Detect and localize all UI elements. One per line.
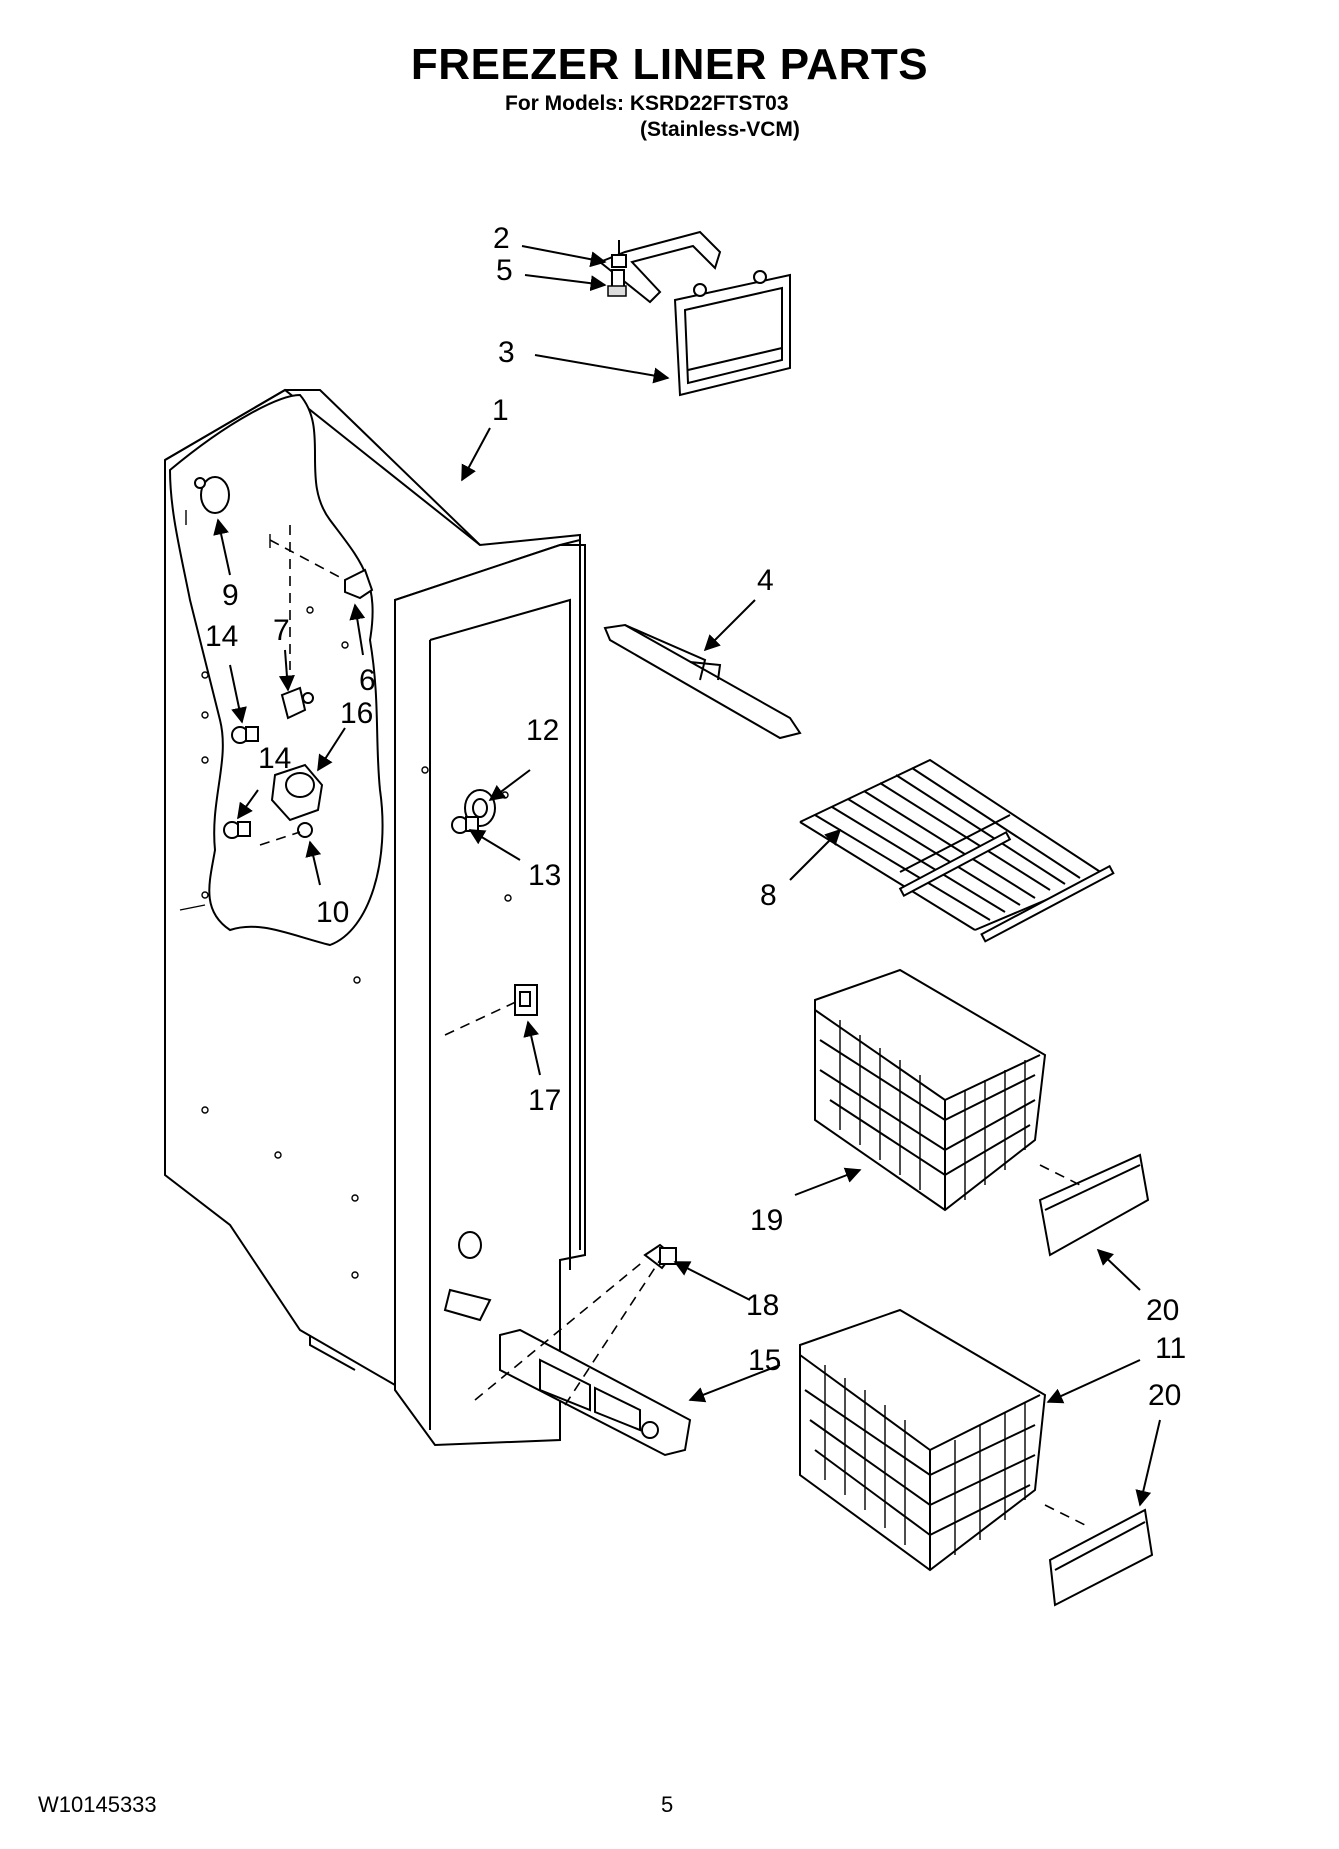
page-number: 5 [661,1792,674,1817]
screw-part-18 [643,1243,677,1270]
freezer-liner [164,388,586,1447]
callout-2: 2 [493,222,510,255]
models-line: For Models: KSRD22FTST03 [505,92,789,115]
screw-part-13 [451,816,479,834]
wire-shelf-part-8 [799,758,1115,943]
page-title: FREEZER LINER PARTS [410,40,929,89]
callout-18: 18 [746,1289,779,1322]
callout-6: 6 [359,664,376,697]
callout-14b: 14 [258,742,291,775]
bracket-part-2 [598,230,722,304]
callout-11: 11 [1155,1332,1186,1365]
callout-9: 9 [222,579,239,612]
screw-part-14b [223,821,251,839]
rail-part-4 [603,623,802,740]
callout-12: 12 [526,714,559,747]
callout-1: 1 [492,394,509,427]
callout-4: 4 [757,564,774,597]
upper-handle-part-20 [1038,1153,1150,1257]
callout-20b: 20 [1148,1379,1181,1412]
callout-17: 17 [528,1084,561,1117]
callout-19: 19 [750,1204,783,1237]
callout-labels: 2 5 3 1 4 8 9 14 7 6 16 14 10 12 13 17 1… [205,222,1186,1412]
housing-part-16 [270,763,324,822]
callout-7: 7 [273,614,290,647]
callout-16: 16 [340,697,373,730]
leader-lines [213,245,1161,1507]
clip-part-6 [344,568,374,600]
callout-13: 13 [528,859,561,892]
document-number: W10145333 [38,1792,157,1817]
fitting-part-9 [194,476,230,514]
lower-basket-part-11 [799,1308,1047,1572]
callout-20a: 20 [1146,1294,1179,1327]
callout-14a: 14 [205,620,238,653]
upper-basket-part-19 [814,968,1047,1212]
trim-part-15 [499,1328,692,1457]
callout-10: 10 [316,896,349,929]
callout-5: 5 [496,254,513,287]
variant-line: (Stainless-VCM) [640,118,800,141]
lower-handle-part-20 [1048,1508,1154,1607]
cover-part-3 [673,270,791,397]
assembly-lines [259,525,1086,1526]
callout-8: 8 [760,879,777,912]
switch-part-17 [514,984,538,1016]
callout-3: 3 [498,336,515,369]
callout-15: 15 [748,1344,781,1377]
pin-part-10 [297,822,313,838]
screw-part-5 [607,269,627,297]
bracket-part-7 [280,686,314,720]
screw-part-14a [231,726,259,744]
